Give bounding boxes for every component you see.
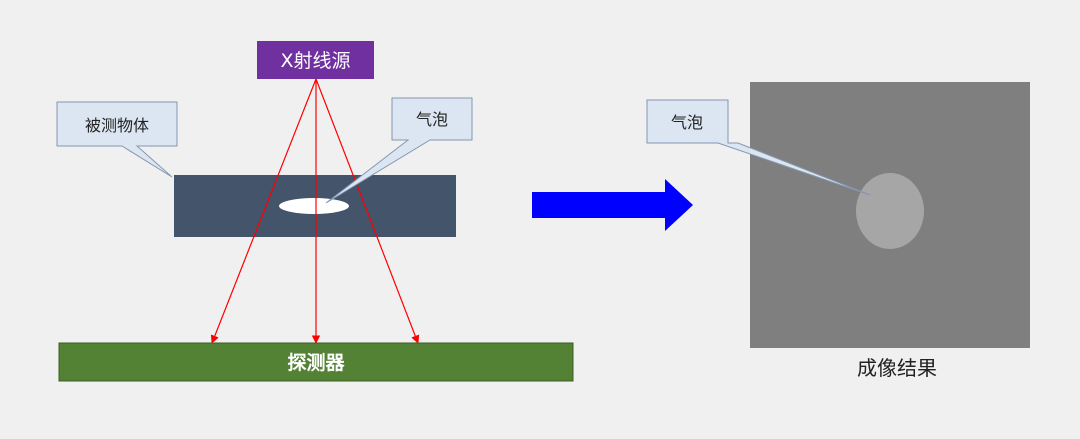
bubble-in-object [279, 198, 349, 214]
callout-tested-object-label: 被测物体 [85, 116, 149, 135]
callout-tested-object [56, 101, 178, 178]
xray-source-label: X射线源 [280, 50, 350, 72]
result-arrow [532, 179, 693, 231]
callout-bubble-left-label: 气泡 [416, 110, 448, 129]
detector-bar [58, 342, 574, 382]
xray-beam-right [315, 78, 420, 344]
detector-label: 探测器 [287, 352, 345, 374]
callout-bubble-right-label: 气泡 [671, 113, 703, 132]
imaging-result-caption: 成像结果 [857, 356, 937, 380]
xray-source-box [257, 41, 374, 79]
result-bubble [856, 173, 924, 249]
xray-beam-left [210, 78, 317, 344]
callout-bubble-left [325, 97, 473, 204]
callout-bubble-right [646, 99, 871, 196]
